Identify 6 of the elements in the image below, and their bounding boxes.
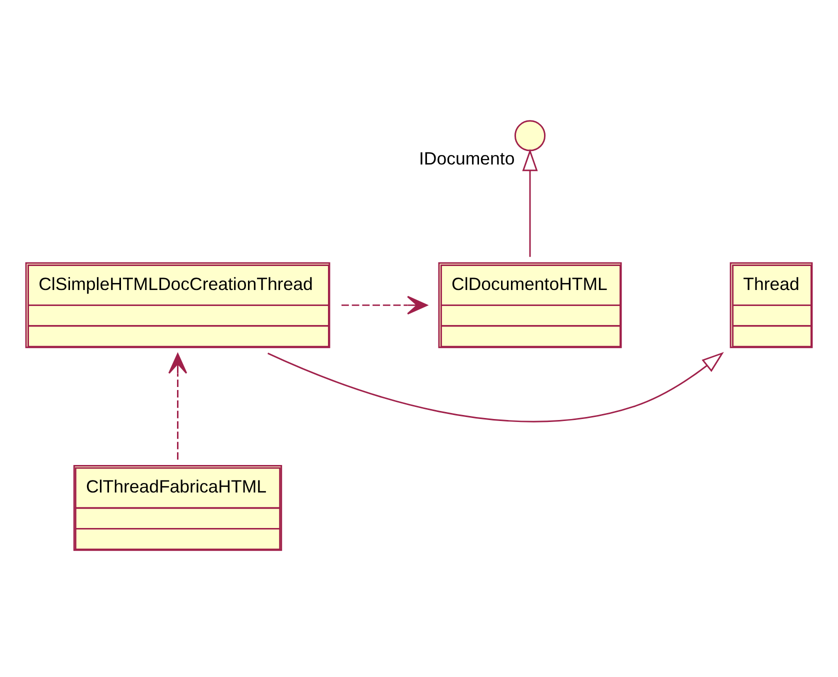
node-label: IDocumento (419, 148, 515, 169)
arrow (522, 148, 538, 257)
node-circle (514, 120, 546, 152)
arrow (341, 296, 428, 315)
arrow (168, 353, 188, 460)
arrow (268, 352, 724, 422)
